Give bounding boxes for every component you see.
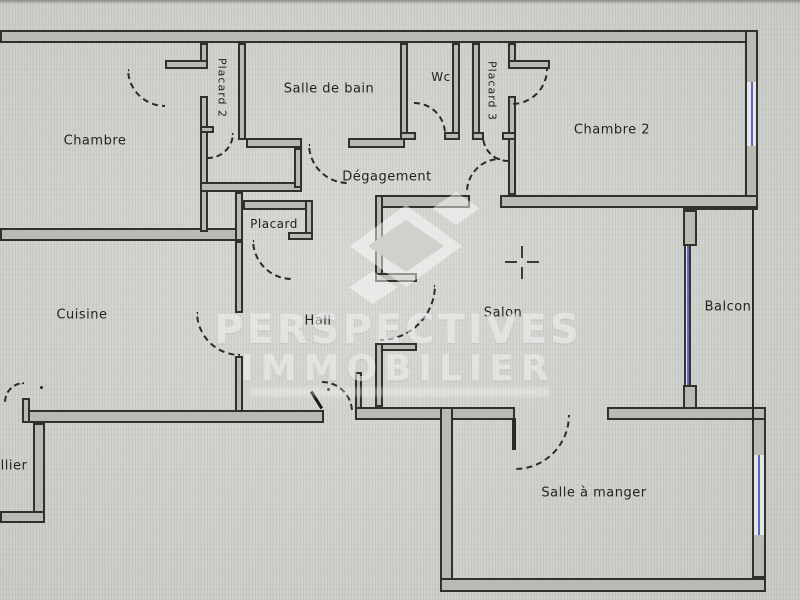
- room-label-salle-a-manger: Salle à manger: [541, 485, 647, 501]
- wall-segment: [246, 138, 302, 148]
- room-label-hall: Hall: [304, 313, 332, 329]
- room-label-chambre-2: Chambre 2: [573, 122, 651, 138]
- wall-segment: [238, 43, 246, 140]
- wall-segment: [683, 210, 697, 246]
- crosshair-icon: [521, 246, 523, 258]
- wall-segment: [200, 126, 214, 133]
- window: [745, 82, 758, 146]
- wall-segment: [375, 273, 417, 282]
- crosshair-icon: [527, 261, 539, 263]
- wall-thin-line: [752, 210, 754, 422]
- photo-top-edge: [0, 0, 800, 4]
- wall-thin-line: [512, 418, 516, 450]
- wall-segment: [235, 192, 243, 241]
- room-label-placard-3: Placard 3: [485, 60, 499, 122]
- room-label-degagement: Dégagement: [342, 169, 432, 185]
- wall-segment: [444, 132, 460, 140]
- wall-segment: [508, 60, 550, 69]
- wall-segment: [500, 195, 758, 208]
- wall-segment: [683, 385, 697, 409]
- wall-segment: [400, 132, 416, 140]
- wall-segment: [165, 60, 208, 69]
- plan-dot: [327, 388, 330, 391]
- room-label-balcon: Balcon: [704, 299, 752, 315]
- room-label-cuisine: Cuisine: [56, 307, 108, 323]
- wall-segment: [355, 407, 515, 420]
- room-label-llier: llier: [0, 458, 28, 474]
- wall-segment: [0, 511, 45, 523]
- crosshair-icon: [505, 261, 517, 263]
- wall-segment: [294, 148, 302, 188]
- wall-segment: [288, 232, 313, 240]
- room-label-salon: Salon: [483, 305, 523, 321]
- room-label-salle-de-bain: Salle de bain: [283, 81, 375, 97]
- room-label-wc: Wc: [431, 70, 451, 84]
- room-label-placard-2: Placard 2: [215, 57, 229, 119]
- wall-segment: [375, 343, 383, 407]
- window: [684, 246, 691, 385]
- wall-segment: [200, 96, 208, 232]
- room-label-chambre: Chambre: [63, 133, 127, 149]
- wall-segment: [440, 578, 766, 592]
- wall-segment: [22, 398, 30, 423]
- room-label-placard: Placard: [250, 217, 298, 231]
- plan-dot: [40, 386, 43, 389]
- window: [752, 455, 766, 535]
- wall-segment: [348, 138, 405, 148]
- crosshair-icon: [521, 267, 523, 279]
